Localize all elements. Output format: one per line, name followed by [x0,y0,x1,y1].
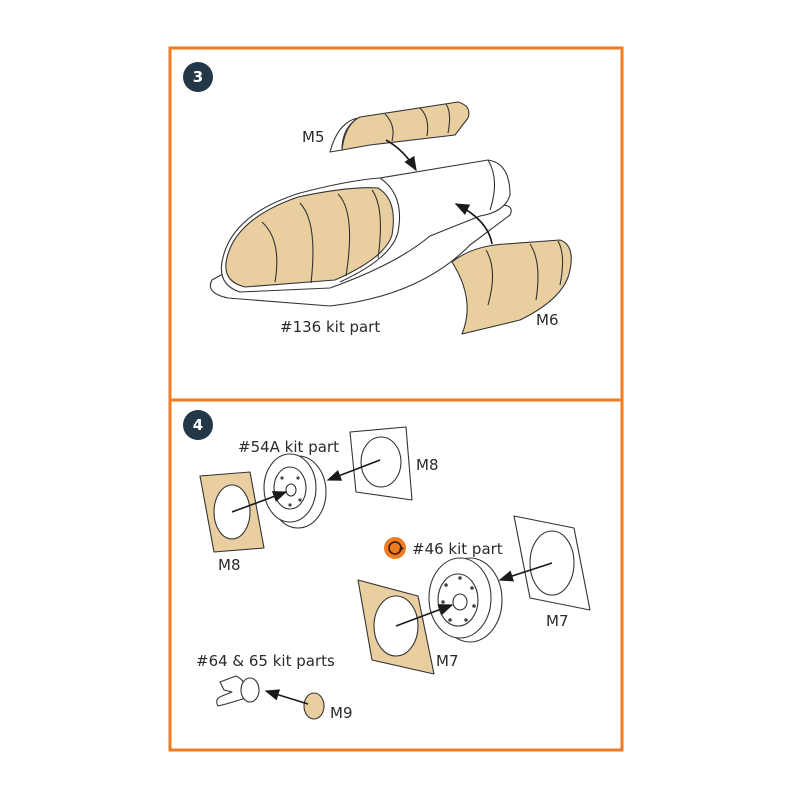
label-m8-outer: M8 [416,456,439,474]
canopy-kit-part [209,159,512,307]
wheel-46 [428,557,503,643]
label-m5: M5 [302,128,325,146]
mask-m9 [303,692,325,720]
mask-m5 [329,101,470,153]
label-kit-part-54a: #54A kit part [238,438,339,456]
mask-m8-outer [349,426,413,501]
wheel-54a [263,453,327,529]
arrow-m6 [454,203,493,245]
mask-m7-inner [357,579,435,675]
step-4-number: 4 [193,416,203,434]
arrow-m9 [264,689,309,705]
label-m6: M6 [536,311,559,329]
label-kit-parts-64-65: #64 & 65 kit parts [196,652,335,670]
label-m8-inner: M8 [218,556,241,574]
label-m7-inner: M7 [436,652,459,670]
mask-m8-inner [199,471,265,553]
label-m9: M9 [330,704,353,722]
arrow-m7-inner [395,604,454,627]
arrow-m5 [385,139,417,172]
mask-m6 [451,239,572,335]
arrow-m8-inner [231,491,288,513]
arrow-m8-outer [326,459,381,481]
arrow-m7-outer [498,562,553,582]
label-kit-part-136: #136 kit part [280,318,380,336]
step-4-panel [168,398,624,752]
step-3-badge: 3 [183,62,213,92]
step-4-badge: 4 [183,410,213,440]
label-m7-outer: M7 [546,612,569,630]
step-3-number: 3 [193,68,203,86]
kit-parts-64-65 [216,675,260,707]
label-kit-part-46: #46 kit part [412,540,503,558]
rotate-icon [384,537,406,559]
